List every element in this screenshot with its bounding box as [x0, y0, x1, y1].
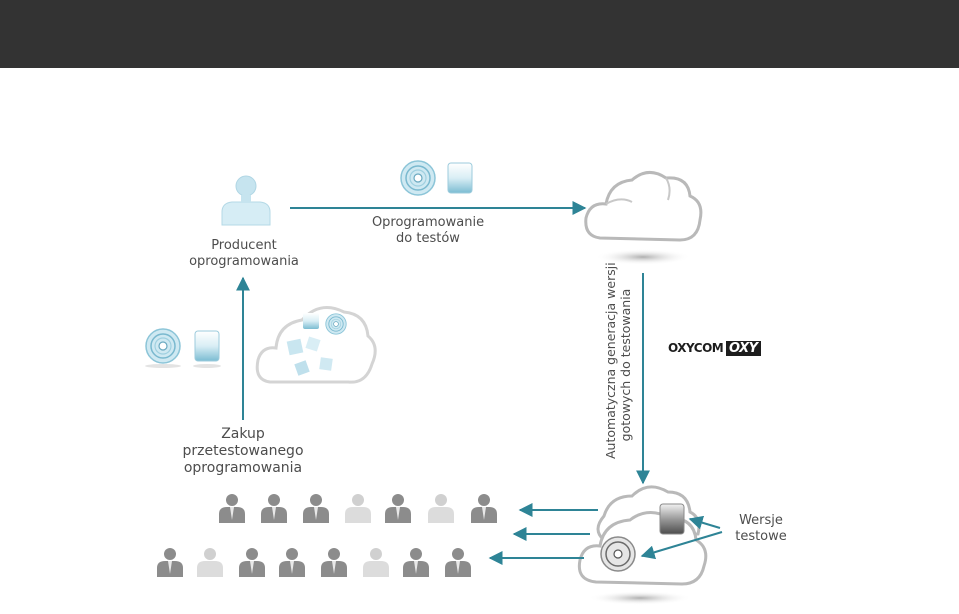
- auto-generation-label: Automatyczna generacja wersji gotowych d…: [603, 262, 633, 459]
- oxycom-logo-text: OXYCOM: [668, 341, 724, 355]
- software-label-line2: do testów: [396, 231, 460, 246]
- top-bar: [0, 0, 959, 68]
- oxy-logo-text: OXY: [729, 341, 758, 356]
- producer-label: Producent oprogramowania: [186, 238, 302, 270]
- producer-label-line2: oprogramowania: [189, 254, 299, 269]
- person-icon: [221, 175, 271, 226]
- software-box-icon: [447, 162, 473, 194]
- purchase-label-line3: oprogramowania: [183, 460, 303, 476]
- cloud-icon: [577, 485, 708, 605]
- test-versions-line1: Wersje: [739, 513, 783, 528]
- auto-generation-line2: gotowych do testowania: [618, 288, 633, 442]
- arrow-versions-box: [688, 515, 721, 530]
- arrow-versions-disc: [640, 531, 723, 560]
- cd-disc-icon: [400, 160, 436, 196]
- puzzle-cloud-icon: [255, 306, 377, 384]
- purchase-label: Zakup przetestowanego oprogramowania: [176, 426, 310, 477]
- cloud-icon: [584, 171, 703, 265]
- software-label: Oprogramowanie do testów: [368, 215, 488, 247]
- oxy-logo: OXY: [726, 341, 761, 356]
- oxycom-logo: OXYCOM: [668, 341, 724, 355]
- auto-generation-line1: Automatyczna generacja wersji: [603, 262, 618, 459]
- test-versions-label: Wersje testowe: [726, 513, 796, 545]
- people-icon: [219, 494, 497, 523]
- purchase-label-line1: Zakup: [221, 426, 265, 442]
- software-label-line1: Oprogramowanie: [371, 215, 485, 230]
- people-icon: [157, 548, 471, 577]
- producer-label-line1: Producent: [211, 238, 277, 253]
- test-versions-line2: testowe: [735, 529, 787, 544]
- cd-disc-icon: [145, 328, 181, 364]
- purchase-label-line2: przetestowanego: [182, 443, 304, 459]
- software-box-icon: [194, 330, 220, 362]
